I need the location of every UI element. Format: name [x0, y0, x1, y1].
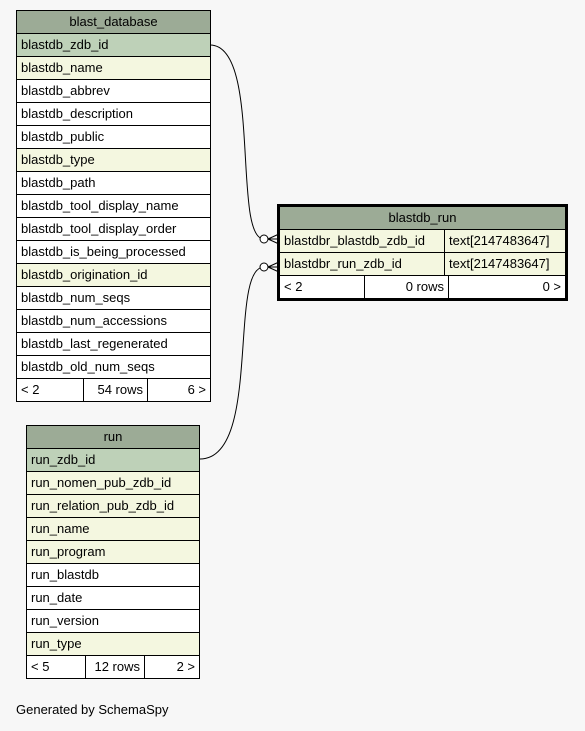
- column-row[interactable]: blastdbr_run_zdb_id text[2147483647]: [280, 253, 565, 276]
- column-name: blastdb_tool_display_order: [21, 221, 177, 236]
- column-row[interactable]: run_nomen_pub_zdb_id: [27, 472, 199, 495]
- parents-link[interactable]: < 2: [21, 382, 40, 397]
- column-name: blastdb_zdb_id: [21, 37, 109, 52]
- column-name: blastdb_path: [21, 175, 96, 190]
- column-row[interactable]: blastdb_origination_id: [17, 264, 210, 287]
- column-name: blastdbr_run_zdb_id: [284, 256, 402, 271]
- table-blastdb-run[interactable]: blastdb_run blastdbr_blastdb_zdb_id text[…: [277, 204, 568, 301]
- column-row[interactable]: blastdb_abbrev: [17, 80, 210, 103]
- table-header[interactable]: blastdb_run: [280, 207, 565, 230]
- column-row[interactable]: blastdb_is_being_processed: [17, 241, 210, 264]
- column-row[interactable]: blastdb_zdb_id: [17, 34, 210, 57]
- column-name: run_relation_pub_zdb_id: [31, 498, 175, 513]
- table-footer: < 5 12 rows 2 >: [27, 656, 199, 678]
- column-name: run_version: [31, 613, 99, 628]
- column-row[interactable]: blastdb_name: [17, 57, 210, 80]
- row-count: 54 rows: [83, 379, 147, 401]
- column-name: run_blastdb: [31, 567, 99, 582]
- table-footer: < 2 54 rows 6 >: [17, 379, 210, 401]
- table-footer: < 2 0 rows 0 >: [280, 276, 565, 298]
- parents-link[interactable]: < 2: [284, 279, 303, 294]
- children-link[interactable]: 6 >: [147, 379, 210, 401]
- column-row[interactable]: blastdb_last_regenerated: [17, 333, 210, 356]
- parents-link[interactable]: < 5: [31, 659, 50, 674]
- row-count: 0 rows: [364, 276, 448, 298]
- column-row[interactable]: run_version: [27, 610, 199, 633]
- children-link[interactable]: 0 >: [448, 276, 565, 298]
- edge-blastdb-zdb-id: [209, 44, 265, 240]
- column-row[interactable]: run_date: [27, 587, 199, 610]
- column-name: blastdb_is_being_processed: [21, 244, 186, 259]
- column-row[interactable]: blastdb_num_seqs: [17, 287, 210, 310]
- column-row[interactable]: blastdb_path: [17, 172, 210, 195]
- column-type: text[2147483647]: [444, 230, 565, 252]
- table-header[interactable]: run: [27, 426, 199, 449]
- column-row[interactable]: blastdb_tool_display_order: [17, 218, 210, 241]
- column-row[interactable]: blastdb_type: [17, 149, 210, 172]
- column-row[interactable]: run_zdb_id: [27, 449, 199, 472]
- column-row[interactable]: blastdbr_blastdb_zdb_id text[2147483647]: [280, 230, 565, 253]
- column-name: run_date: [31, 590, 83, 605]
- column-name: blastdbr_blastdb_zdb_id: [284, 233, 425, 248]
- column-name: blastdb_old_num_seqs: [21, 359, 155, 374]
- column-name: blastdb_tool_display_name: [21, 198, 179, 213]
- column-name: blastdb_last_regenerated: [21, 336, 168, 351]
- children-link[interactable]: 2 >: [144, 656, 199, 678]
- column-name: blastdb_num_accessions: [21, 313, 167, 328]
- column-row[interactable]: run_name: [27, 518, 199, 541]
- table-run[interactable]: run run_zdb_id run_nomen_pub_zdb_id run_re…: [26, 425, 200, 679]
- column-row[interactable]: blastdb_description: [17, 103, 210, 126]
- column-list: blastdb_zdb_id blastdb_name blastdb_abbrev…: [17, 34, 210, 379]
- column-row[interactable]: run_relation_pub_zdb_id: [27, 495, 199, 518]
- column-name: blastdb_abbrev: [21, 83, 110, 98]
- column-name: blastdb_origination_id: [21, 267, 148, 282]
- edge-blastdb-zdb-id-zero-marker: [259, 234, 269, 244]
- column-name: blastdb_public: [21, 129, 105, 144]
- column-name: blastdb_description: [21, 106, 134, 121]
- column-list: run_zdb_id run_nomen_pub_zdb_id run_relati…: [27, 449, 199, 656]
- column-row[interactable]: blastdb_tool_display_name: [17, 195, 210, 218]
- column-name: run_nomen_pub_zdb_id: [31, 475, 172, 490]
- column-name: run_name: [31, 521, 90, 536]
- column-name: blastdb_name: [21, 60, 103, 75]
- column-row[interactable]: run_blastdb: [27, 564, 199, 587]
- row-count: 12 rows: [85, 656, 144, 678]
- table-header[interactable]: blast_database: [17, 11, 210, 34]
- column-name: run_zdb_id: [31, 452, 96, 467]
- column-row[interactable]: blastdb_old_num_seqs: [17, 356, 210, 379]
- column-row[interactable]: blastdb_public: [17, 126, 210, 149]
- table-blast-database[interactable]: blast_database blastdb_zdb_id blastdb_nam…: [16, 10, 211, 402]
- column-name: run_program: [31, 544, 106, 559]
- column-row[interactable]: run_type: [27, 633, 199, 656]
- column-name: blastdb_num_seqs: [21, 290, 131, 305]
- edge-run-zdb-id-zero-marker: [259, 262, 269, 272]
- column-row[interactable]: run_program: [27, 541, 199, 564]
- column-type: text[2147483647]: [444, 253, 565, 275]
- column-name: blastdb_type: [21, 152, 95, 167]
- column-row[interactable]: blastdb_num_accessions: [17, 310, 210, 333]
- generated-by-note: Generated by SchemaSpy: [16, 702, 169, 717]
- column-name: run_type: [31, 636, 82, 651]
